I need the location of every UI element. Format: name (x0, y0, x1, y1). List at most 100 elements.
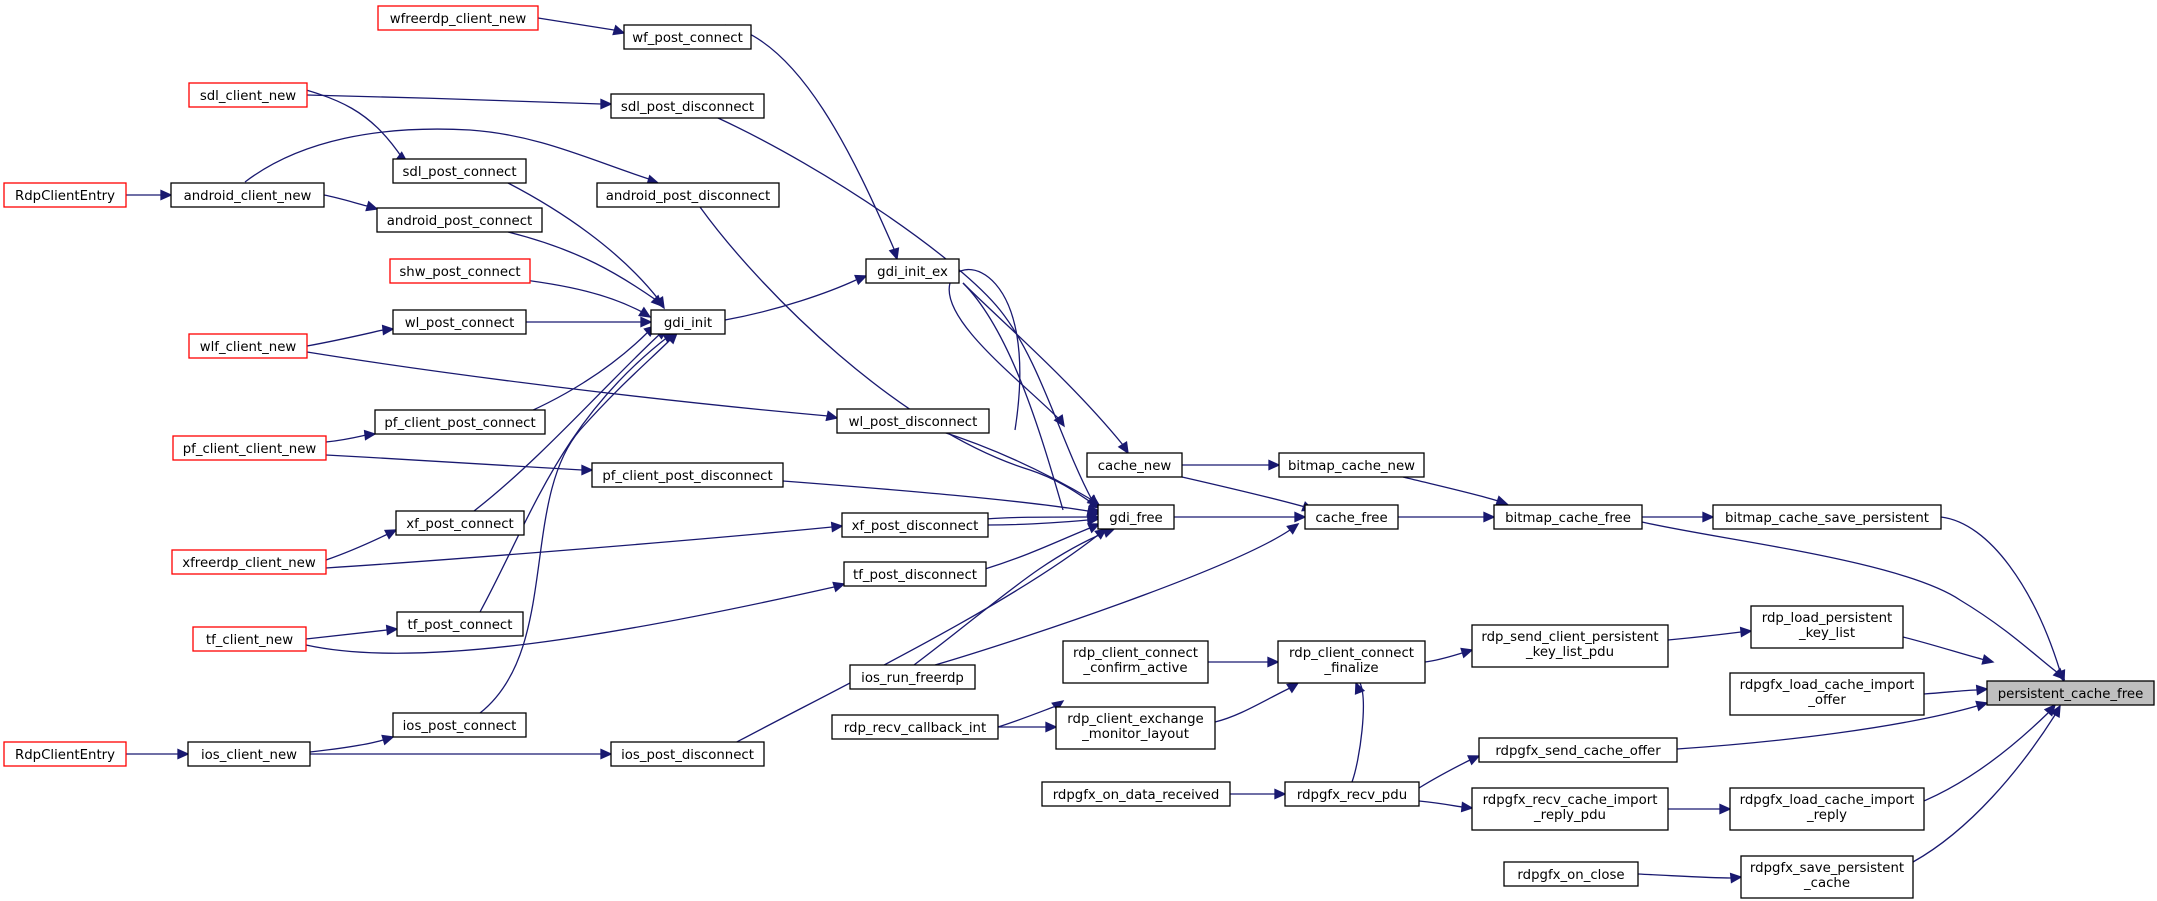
function-node-sdl-client-new[interactable]: sdl_client_new (188, 82, 308, 108)
function-node-label: wl_post_disconnect (849, 415, 978, 430)
function-node-label: pf_client_post_connect (384, 416, 535, 431)
function-node-label: rdpgfx_send_cache_offer (1495, 744, 1661, 759)
function-node-bitmap-cache-save-persistent[interactable]: bitmap_cache_save_persistent (1712, 504, 1942, 530)
function-node-label: pf_client_post_disconnect (602, 469, 772, 484)
function-node-rdp-client-exchange-monitor-layout[interactable]: rdp_client_exchange_monitor_layout (1055, 706, 1216, 750)
function-node-gdi-init-ex[interactable]: gdi_init_ex (865, 258, 960, 284)
function-node-ios-post-connect[interactable]: ios_post_connect (392, 712, 527, 738)
function-node-label: _confirm_active (1082, 661, 1187, 676)
function-node-bitmap-cache-new[interactable]: bitmap_cache_new (1278, 452, 1425, 478)
call-edge-arrowhead (177, 748, 190, 760)
function-node-rdp-client-connect-finalize[interactable]: rdp_client_connect_finalize (1277, 640, 1426, 684)
function-node-persistent-cache-free[interactable]: persistent_cache_free (1986, 680, 2155, 706)
function-node-rdpcliententry-a[interactable]: RdpClientEntry (3, 182, 127, 208)
function-node-rdpcliententry-b[interactable]: RdpClientEntry (3, 741, 127, 767)
call-edge-arrowhead (1286, 523, 1300, 535)
function-node-box (843, 561, 987, 587)
function-node-rdpgfx-recv-pdu[interactable]: rdpgfx_recv_pdu (1284, 781, 1420, 807)
call-edge (913, 531, 1107, 666)
function-node-tf-post-connect[interactable]: tf_post_connect (396, 611, 524, 637)
function-node-label: ios_post_connect (403, 719, 517, 734)
call-edge-arrowhead (1483, 511, 1496, 523)
function-node-rdp-load-persistent-key-list[interactable]: rdp_load_persistent_key_list (1750, 605, 1904, 649)
function-node-tf-post-disconnect[interactable]: tf_post_disconnect (843, 561, 987, 587)
call-edge (309, 739, 384, 753)
function-node-rdpgfx-send-cache-offer[interactable]: rdpgfx_send_cache_offer (1478, 737, 1678, 763)
function-node-ios-run-freerdp[interactable]: ios_run_freerdp (849, 664, 976, 690)
function-node-gdi-free[interactable]: gdi_free (1097, 504, 1175, 530)
function-node-label: _reply (1806, 808, 1847, 823)
function-node-box (1503, 861, 1639, 887)
function-node-pf-client-client-new[interactable]: pf_client_client_new (172, 435, 327, 461)
call-edge-arrowhead (600, 748, 613, 760)
function-node-rdpgfx-load-cache-import-offer[interactable]: rdpgfx_load_cache_import_offer (1729, 672, 1925, 716)
function-node-pf-client-post-disconnect[interactable]: pf_client_post_disconnect (591, 462, 784, 488)
function-node-gdi-init[interactable]: gdi_init (650, 309, 726, 335)
function-node-android-post-connect[interactable]: android_post_connect (376, 207, 543, 233)
call-edge-arrowhead (381, 324, 395, 336)
function-node-rdp-send-client-persistent-key-list-pdu[interactable]: rdp_send_client_persistent_key_list_pdu (1471, 624, 1669, 668)
function-node-box (172, 435, 327, 461)
function-node-label: bitmap_cache_new (1288, 459, 1415, 474)
function-node-wl-post-disconnect[interactable]: wl_post_disconnect (836, 408, 990, 434)
function-node-label: rdp_client_connect (1073, 646, 1198, 661)
function-node-bitmap-cache-free[interactable]: bitmap_cache_free (1493, 504, 1643, 530)
function-node-box (192, 626, 307, 652)
call-edge (1676, 705, 1978, 750)
function-node-android-post-disconnect[interactable]: android_post_disconnect (596, 182, 780, 208)
function-node-box (831, 714, 999, 740)
function-node-rdp-client-connect-confirm-active[interactable]: rdp_client_connect_confirm_active (1062, 640, 1209, 684)
function-node-cache-new[interactable]: cache_new (1086, 452, 1183, 478)
function-node-xf-post-connect[interactable]: xf_post_connect (395, 510, 525, 536)
call-edge (479, 335, 670, 613)
function-node-box (1712, 504, 1942, 530)
call-edge-arrowhead (2050, 704, 2061, 718)
function-node-sdl-post-connect[interactable]: sdl_post_connect (392, 158, 527, 184)
function-node-label: rdp_send_client_persistent (1481, 630, 1658, 645)
function-node-box (170, 182, 325, 208)
function-node-ios-client-new[interactable]: ios_client_new (187, 741, 311, 767)
function-node-box (1729, 787, 1925, 831)
function-node-box (650, 309, 726, 335)
function-node-rdpgfx-save-persistent-cache[interactable]: rdpgfx_save_persistent_cache (1740, 855, 1914, 899)
call-edge (325, 526, 833, 569)
call-edge-arrowhead (1294, 511, 1307, 523)
function-node-label: _key_list (1798, 626, 1855, 641)
function-node-cache-free[interactable]: cache_free (1304, 504, 1399, 530)
function-node-rdp-recv-callback-int[interactable]: rdp_recv_callback_int (831, 714, 999, 740)
call-edge-arrowhead (825, 410, 839, 422)
function-node-label: android_post_disconnect (606, 189, 771, 204)
function-node-ios-post-disconnect[interactable]: ios_post_disconnect (610, 741, 765, 767)
call-edge (1902, 636, 1986, 661)
function-node-android-client-new[interactable]: android_client_new (170, 182, 325, 208)
function-node-wf-post-connect[interactable]: wf_post_connect (623, 24, 752, 50)
call-edge (306, 94, 602, 105)
function-node-rdpgfx-load-cache-import-reply[interactable]: rdpgfx_load_cache_import_reply (1729, 787, 1925, 831)
function-node-sdl-post-disconnect[interactable]: sdl_post_disconnect (610, 93, 765, 119)
function-node-box (3, 741, 127, 767)
call-edge-arrowhead (1729, 872, 1743, 884)
function-node-box (610, 741, 765, 767)
function-node-rdpgfx-on-close[interactable]: rdpgfx_on_close (1503, 861, 1639, 887)
function-node-rdpgfx-on-data-received[interactable]: rdpgfx_on_data_received (1041, 781, 1231, 807)
function-node-box (1086, 452, 1183, 478)
function-node-label: tf_post_disconnect (853, 568, 977, 583)
function-node-wlf-client-new[interactable]: wlf_client_new (188, 333, 308, 359)
function-node-tf-client-new[interactable]: tf_client_new (192, 626, 307, 652)
function-node-label: gdi_free (1109, 511, 1162, 526)
function-node-wl-post-connect[interactable]: wl_post_connect (392, 309, 527, 335)
function-node-box (392, 712, 527, 738)
function-node-xfreerdp-client-new[interactable]: xfreerdp_client_new (171, 549, 327, 575)
function-node-box (596, 182, 780, 208)
function-node-wfreerdp-client-new[interactable]: wfreerdp_client_new (377, 5, 539, 31)
call-edge (325, 454, 583, 471)
function-node-label: ios_run_freerdp (861, 671, 964, 686)
function-node-shw-post-connect[interactable]: shw_post_connect (389, 258, 531, 284)
call-edge-arrowhead (1975, 700, 1989, 712)
function-node-xf-post-disconnect[interactable]: xf_post_disconnect (841, 512, 989, 538)
function-node-rdpgfx-recv-cache-import-reply-pdu[interactable]: rdpgfx_recv_cache_import_reply_pdu (1471, 787, 1669, 831)
function-node-box (1740, 855, 1914, 899)
function-node-pf-client-post-connect[interactable]: pf_client_post_connect (374, 409, 546, 435)
call-edge (948, 268, 1061, 431)
call-edge (473, 333, 661, 512)
